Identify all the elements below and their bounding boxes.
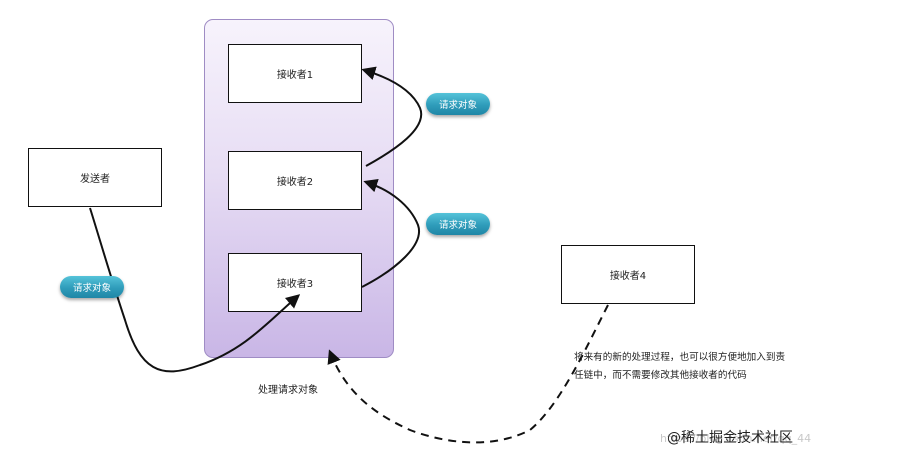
receiver-1-label: 接收者1: [276, 70, 314, 81]
sender-label: 发送者: [80, 174, 110, 185]
receiver-4-label: 接收者4: [609, 271, 647, 282]
watermark: @稀土掘金技术社区: [667, 430, 793, 446]
receiver3-to-receiver2-arrow: [361, 178, 421, 288]
request-object-tag-sender: 请求对象: [60, 276, 124, 298]
receiver-3-label: 接收者3: [276, 279, 314, 290]
receiver-4-box: 接收者4: [561, 245, 695, 304]
receiver4-to-panel-dashed-arrow: [327, 304, 609, 444]
receiver-2-box: 接收者2: [228, 151, 362, 210]
receiver2-to-receiver1-arrow: [361, 66, 423, 167]
receiver-2-label: 接收者2: [276, 177, 314, 188]
request-object-tag-middle-label: 请求对象: [438, 220, 477, 231]
watermark-url: https://blog.csdn.net/qq_44: [660, 432, 812, 445]
panel-caption: 处理请求对象: [258, 385, 318, 396]
sender-to-receiver3-arrow: [89, 207, 301, 373]
request-object-tag-top-label: 请求对象: [438, 100, 477, 111]
extension-note: 将来有的新的处理过程，也可以很方便地加入到责任链中，而不需要修改其他接收者的代码: [574, 352, 786, 381]
request-object-tag-top: 请求对象: [426, 93, 490, 115]
request-object-tag-sender-label: 请求对象: [72, 283, 111, 294]
request-object-tag-middle: 请求对象: [426, 213, 490, 235]
sender-box: 发送者: [28, 148, 162, 207]
